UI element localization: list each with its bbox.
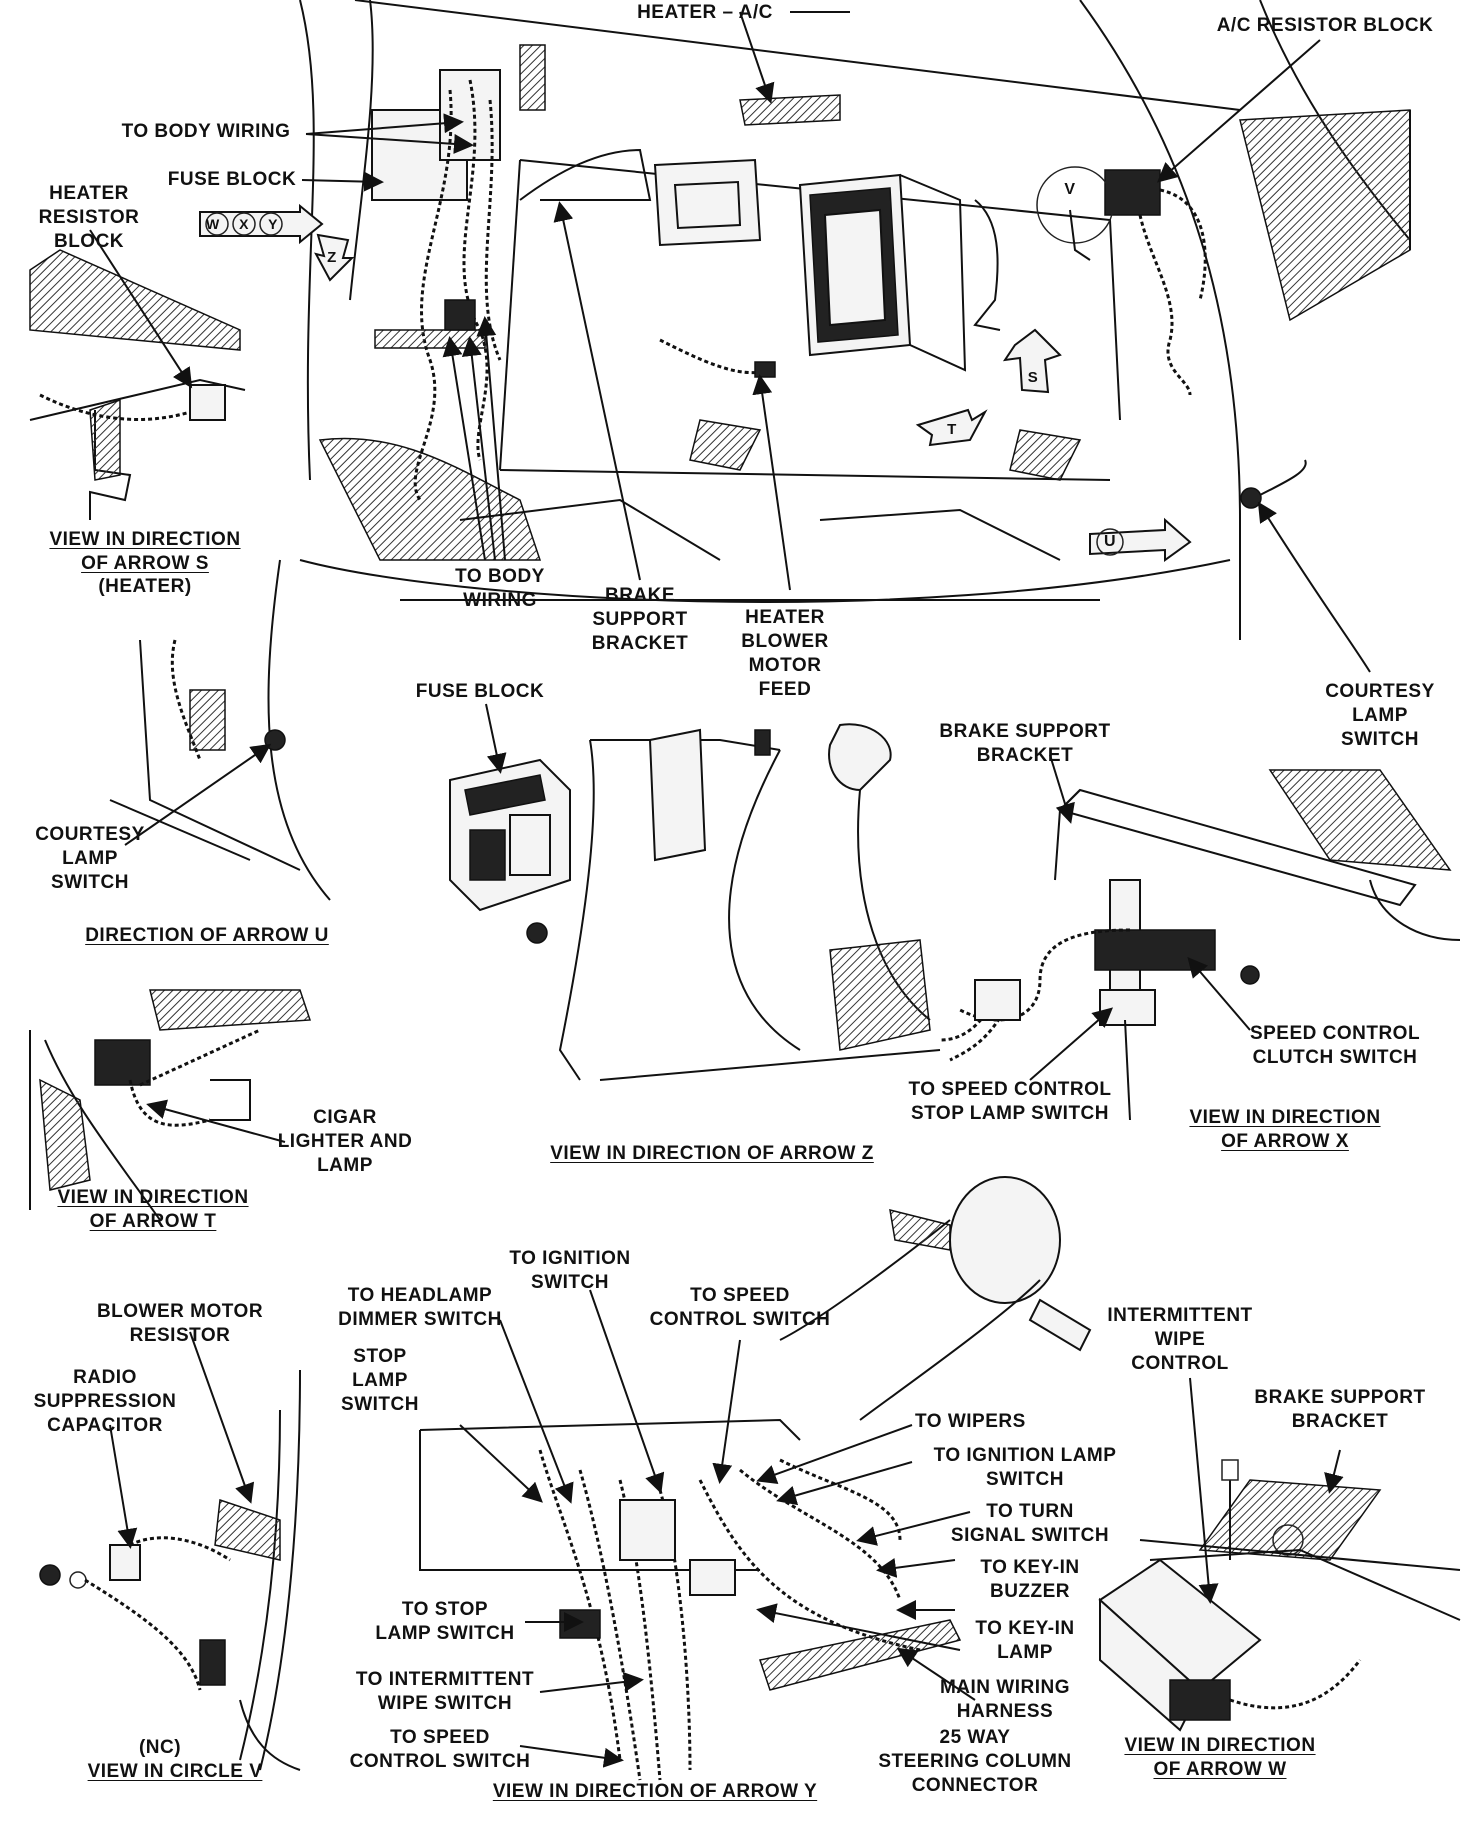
direction-arrow-u-drawing bbox=[109, 559, 331, 901]
main-dash-view bbox=[199, 0, 1411, 673]
label-radio-suppression-capacitor: RADIO SUPPRESSION CAPACITOR bbox=[33, 1367, 177, 1436]
view-arrow-x-drawing bbox=[939, 754, 1461, 1121]
label-to-headlamp-dimmer-switch: TO HEADLAMP DIMMER SWITCH bbox=[338, 1285, 502, 1330]
arrow-mark-z: Z bbox=[327, 249, 337, 266]
arrow-mark-v: V bbox=[1064, 181, 1076, 198]
view-arrow-w-drawing bbox=[1098, 1377, 1461, 1732]
label-to-speed-control-stop-lamp-switch: TO SPEED CONTROL STOP LAMP SWITCH bbox=[908, 1079, 1112, 1124]
label-heater-ac: HEATER – A/C bbox=[637, 2, 773, 23]
label-nc: (NC) bbox=[138, 1737, 182, 1758]
arrow-mark-s: S bbox=[1027, 369, 1039, 386]
label-cigar-lighter-and-lamp: CIGAR LIGHTER AND LAMP bbox=[277, 1107, 413, 1176]
caption-view-arrow-z: VIEW IN DIRECTION OF ARROW Z bbox=[550, 1143, 874, 1164]
arrow-mark-u: U bbox=[1103, 533, 1117, 550]
label-to-wipers: TO WIPERS bbox=[915, 1411, 1026, 1432]
label-to-body-wiring-top: TO BODY WIRING bbox=[121, 121, 291, 142]
label-brake-support-bracket-w: BRAKE SUPPORT BRACKET bbox=[1254, 1387, 1426, 1432]
label-to-key-in-buzzer: TO KEY-IN BUZZER bbox=[980, 1557, 1080, 1602]
label-fuse-block-top: FUSE BLOCK bbox=[167, 169, 297, 190]
view-arrow-s-drawing bbox=[29, 229, 246, 520]
label-to-turn-signal-switch: TO TURN SIGNAL SWITCH bbox=[950, 1501, 1110, 1546]
label-to-stop-lamp-switch: TO STOP LAMP SWITCH bbox=[375, 1599, 515, 1644]
label-main-wiring-harness: MAIN WIRING HARNESS bbox=[939, 1677, 1071, 1722]
caption-direction-arrow-u: DIRECTION OF ARROW U bbox=[85, 925, 329, 946]
arrow-mark-t: T bbox=[947, 421, 957, 438]
caption-view-arrow-x: VIEW IN DIRECTION OF ARROW X bbox=[1189, 1107, 1381, 1152]
label-to-intermittent-wipe-switch: TO INTERMITTENT WIPE SWITCH bbox=[355, 1669, 535, 1714]
caption-view-arrow-s-sub: (HEATER) bbox=[98, 576, 192, 597]
label-blower-motor-resistor: BLOWER MOTOR RESISTOR bbox=[96, 1301, 264, 1346]
label-stop-lamp-switch: STOP LAMP SWITCH bbox=[341, 1346, 419, 1415]
view-circle-v-drawing bbox=[39, 1331, 301, 1771]
label-to-key-in-lamp: TO KEY-IN LAMP bbox=[975, 1618, 1075, 1663]
caption-view-circle-v: VIEW IN CIRCLE V bbox=[87, 1761, 263, 1782]
label-brake-support-bracket-mid: BRAKE SUPPORT BRACKET bbox=[591, 585, 689, 654]
label-ac-resistor-block: A/C RESISTOR BLOCK bbox=[1216, 15, 1434, 36]
label-heater-resistor-block: HEATER RESISTOR BLOCK bbox=[38, 183, 140, 252]
caption-view-arrow-y: VIEW IN DIRECTION OF ARROW Y bbox=[492, 1781, 818, 1802]
arrow-mark-wxy: W X Y bbox=[206, 216, 286, 232]
label-brake-support-bracket-x: BRAKE SUPPORT BRACKET bbox=[939, 721, 1111, 766]
label-25-way-steering-column-connector: 25 WAY STEERING COLUMN CONNECTOR bbox=[878, 1727, 1072, 1796]
view-arrow-t-drawing bbox=[29, 989, 312, 1221]
caption-view-arrow-t: VIEW IN DIRECTION OF ARROW T bbox=[57, 1187, 249, 1232]
label-courtesy-lamp-switch-right: COURTESY LAMP SWITCH bbox=[1325, 681, 1435, 750]
label-to-speed-control-switch-top: TO SPEED CONTROL SWITCH bbox=[649, 1285, 831, 1330]
label-speed-control-clutch-switch: SPEED CONTROL CLUTCH SWITCH bbox=[1249, 1023, 1421, 1068]
label-courtesy-lamp-switch-left: COURTESY LAMP SWITCH bbox=[35, 824, 145, 893]
view-arrow-z-drawing bbox=[449, 703, 941, 1081]
label-intermittent-wipe-control: INTERMITTENT WIPE CONTROL bbox=[1107, 1305, 1253, 1374]
caption-view-arrow-s: VIEW IN DIRECTION OF ARROW S bbox=[49, 529, 241, 574]
label-to-speed-control-switch-bottom: TO SPEED CONTROL SWITCH bbox=[349, 1727, 531, 1772]
label-to-ignition-switch: TO IGNITION SWITCH bbox=[509, 1248, 631, 1293]
label-to-body-wiring-mid: TO BODY WIRING bbox=[455, 566, 545, 611]
caption-view-arrow-w: VIEW IN DIRECTION OF ARROW W bbox=[1124, 1735, 1316, 1780]
label-to-ignition-lamp-switch: TO IGNITION LAMP SWITCH bbox=[933, 1445, 1117, 1490]
view-arrow-y-drawing bbox=[419, 1176, 1092, 1781]
label-heater-blower-motor-feed: HEATER BLOWER MOTOR FEED bbox=[741, 607, 829, 700]
label-fuse-block-z: FUSE BLOCK bbox=[415, 681, 545, 702]
